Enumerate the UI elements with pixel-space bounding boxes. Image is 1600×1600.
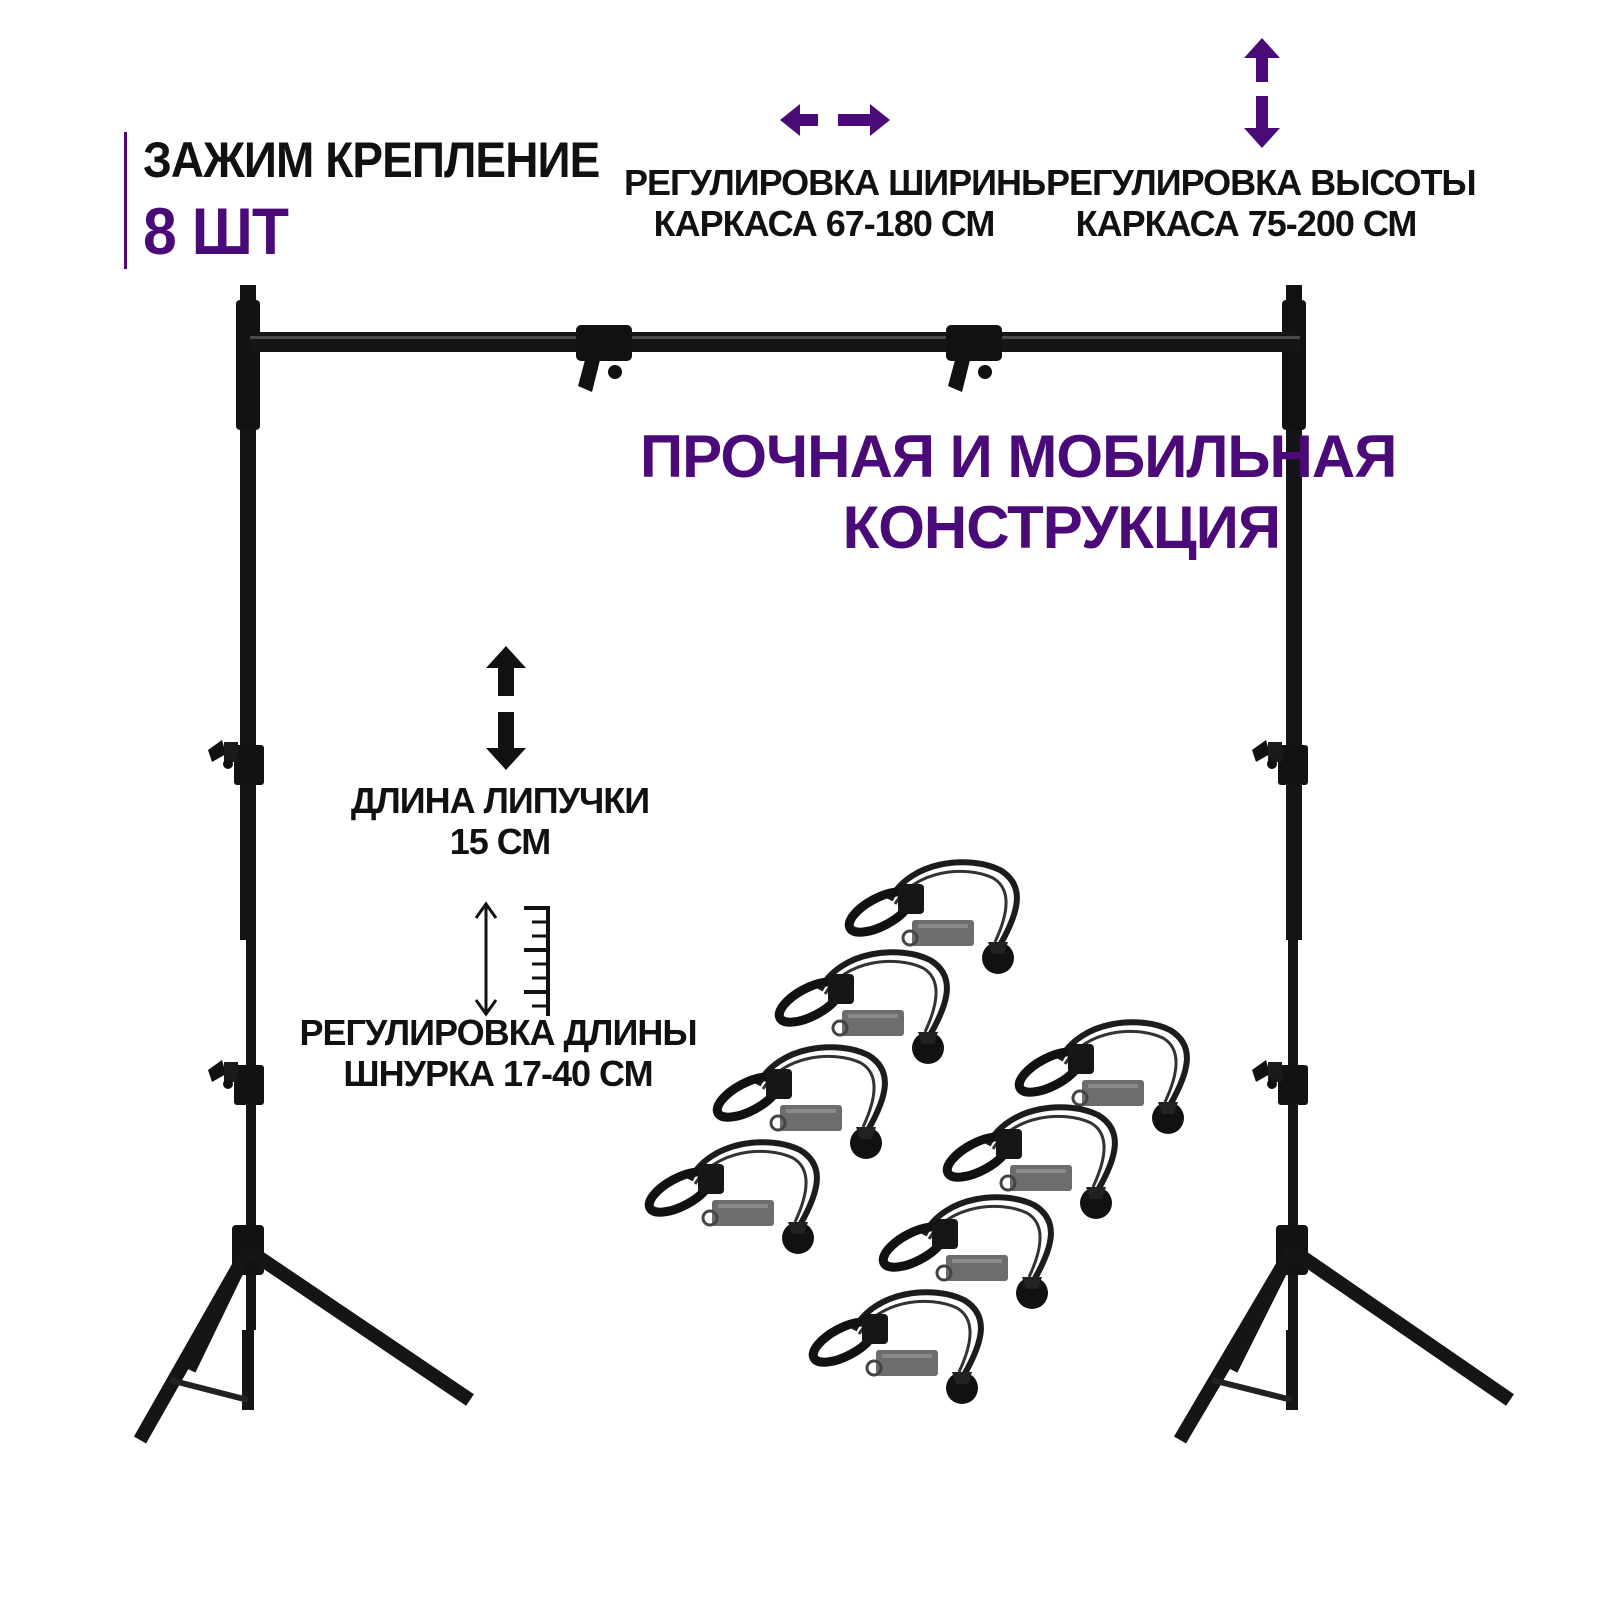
- cord-length-label: РЕГУЛИРОВКА ДЛИНЫ ШНУРКА 17-40 СМ: [298, 1012, 698, 1095]
- width-adjust-line2: КАРКАСА 67-180 СМ: [653, 203, 996, 245]
- clamp-info: ЗАЖИМ КРЕПЛЕНИЕ 8 ШТ: [124, 132, 639, 270]
- cord-line2: ШНУРКА 17-40 СМ: [343, 1053, 653, 1095]
- left-stand: [133, 285, 474, 1444]
- right-stand: [1173, 285, 1514, 1444]
- cord-line1: РЕГУЛИРОВКА ДЛИНЫ: [299, 1012, 697, 1053]
- vertical-double-arrow-icon: [1244, 38, 1280, 148]
- clips-group: [643, 862, 1187, 1404]
- feature-line1: ПРОЧНАЯ И МОБИЛЬНАЯ: [640, 423, 1397, 490]
- horizontal-double-arrow-icon: [780, 104, 890, 136]
- feature-headline: ПРОЧНАЯ И МОБИЛЬНАЯ КОНСТРУКЦИЯ: [640, 422, 1397, 564]
- height-adjust-label: РЕГУЛИРОВКА ВЫСОТЫ КАРКАСА 75-200 СМ: [1046, 162, 1477, 245]
- height-adjust-line1: РЕГУЛИРОВКА ВЫСОТЫ: [1046, 162, 1477, 203]
- velcro-length-arrow-icon: [486, 646, 526, 770]
- velcro-length-label: ДЛИНА ЛИПУЧКИ 15 СМ: [330, 780, 670, 863]
- ruler-icon: [474, 901, 550, 1017]
- clamp-count: 8 ШТ: [143, 193, 289, 268]
- velcro-line1: ДЛИНА ЛИПУЧКИ: [350, 780, 650, 821]
- width-adjust-line1: РЕГУЛИРОВКА ШИРИНЫ: [624, 162, 1056, 203]
- crossbar: [250, 325, 1300, 392]
- velcro-line2: 15 СМ: [449, 821, 552, 863]
- clamp-title: ЗАЖИМ КРЕПЛЕНИЕ: [143, 132, 600, 188]
- feature-line2: КОНСТРУКЦИЯ: [842, 493, 1281, 561]
- width-adjust-label: РЕГУЛИРОВКА ШИРИНЫ КАРКАСА 67-180 СМ: [624, 162, 1056, 245]
- height-adjust-line2: КАРКАСА 75-200 СМ: [1075, 203, 1418, 245]
